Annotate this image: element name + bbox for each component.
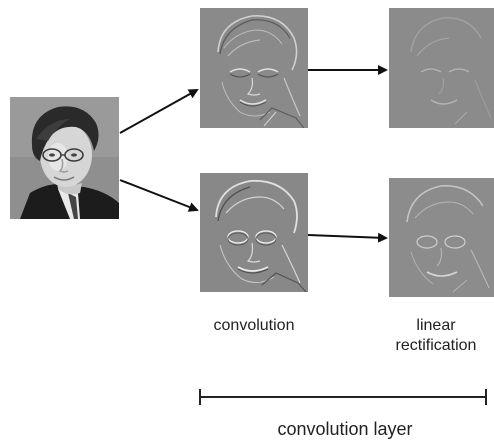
- arrow-input-to-conv-top: [119, 89, 199, 134]
- convolution-feature-map-bottom: [200, 173, 308, 292]
- caption-linear-rectification: linear rectification: [378, 316, 494, 356]
- caption-linear-rectification-line1: linear: [416, 317, 456, 334]
- layer-bracket: [199, 389, 487, 405]
- caption-linear-rectification-line2: rectification: [395, 337, 477, 354]
- input-face-photo: [10, 97, 119, 219]
- arrow-conv-bottom-to-relu-bottom: [307, 232, 388, 243]
- rectified-feature-map-top: [389, 8, 494, 128]
- convolution-feature-map-top: [200, 8, 308, 128]
- caption-convolution-layer: convolution layer: [277, 419, 413, 439]
- arrow-input-to-conv-bottom: [119, 179, 199, 212]
- rectified-feature-map-bottom: [389, 178, 494, 297]
- caption-convolution: convolution: [213, 317, 295, 334]
